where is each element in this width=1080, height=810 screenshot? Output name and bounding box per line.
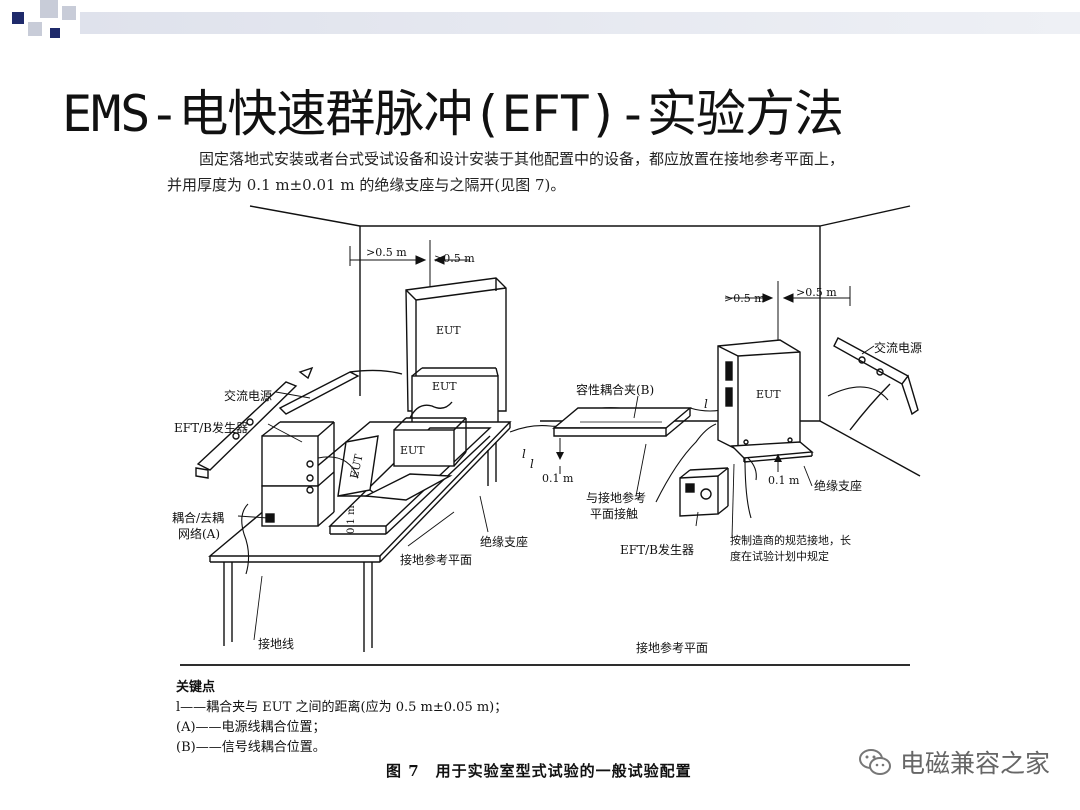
cdn-label-line2: 网络(A) xyxy=(178,526,220,541)
eut-right-label: EUT xyxy=(756,388,781,401)
ac-power-right xyxy=(833,337,919,431)
test-setup-figure: >0.5 m >0.5 m >0.5 m >0.5 m EUT EUT xyxy=(172,205,922,666)
dimension-right xyxy=(725,281,851,346)
cdn-label-line1: 耦合/去耦 xyxy=(172,510,224,525)
watermark: 电磁兼容之家 xyxy=(858,744,1050,780)
dist-right-label: 0.1 m xyxy=(768,474,800,487)
dim-right-b: >0.5 m xyxy=(796,286,837,299)
leader-lines xyxy=(237,345,875,641)
capacitive-clamp xyxy=(552,407,692,437)
l-mark-1: l xyxy=(530,457,534,471)
figure-legend: 关键点 l——耦合夹与 EUT 之间的距离(应为 0.5 m±0.05 m)； … xyxy=(176,678,696,758)
eut-flat-box xyxy=(337,435,453,501)
manufacturer-ground-line2: 度在试验计划中规定 xyxy=(730,549,829,563)
legend-heading: 关键点 xyxy=(176,680,216,695)
legend-item-2: (A)——电源线耦合位置； xyxy=(176,720,326,735)
intro-line-1: 固定落地式安装或者台式受试设备和设计安装于其他配置中的设备，都应放置在接地参考平… xyxy=(199,150,845,168)
capacitive-clamp-label: 容性耦合夹(B) xyxy=(576,382,654,397)
eft-generator-mid xyxy=(679,467,729,517)
eut-mid-label: EUT xyxy=(432,380,457,393)
dist-table-label: 0.1 m xyxy=(346,505,357,534)
ground-contact-line1: 与接地参考 xyxy=(586,490,646,505)
l-mark-2: l xyxy=(704,397,708,411)
ground-wire-label: 接地线 xyxy=(258,636,294,651)
eft-generator-mid-label: EFT/B发生器 xyxy=(620,542,694,557)
corner-decoration xyxy=(12,0,76,38)
dimension-left xyxy=(349,240,470,296)
eut-tall-label: EUT xyxy=(436,324,461,337)
legend-item-3: (B)——信号线耦合位置。 xyxy=(176,740,326,755)
dim-left-a: >0.5 m xyxy=(366,246,407,259)
intro-paragraph: 固定落地式安装或者台式受试设备和设计安装于其他配置中的设备，都应放置在接地参考平… xyxy=(167,146,957,198)
ac-power-left xyxy=(195,366,314,479)
dist-clamp-label: 0.1 m xyxy=(542,472,574,485)
insulating-support-right-label: 绝缘支座 xyxy=(814,478,862,493)
eut-mid-box xyxy=(411,367,499,427)
slide-title: EMS-电快速群脉冲(EFT)-实验方法 xyxy=(62,85,844,143)
eft-generator-table xyxy=(261,421,335,527)
insulating-support-table-label: 绝缘支座 xyxy=(480,534,528,549)
legend-item-1: l——耦合夹与 EUT 之间的距离(应为 0.5 m±0.05 m)； xyxy=(176,700,508,715)
eut-table-box xyxy=(393,401,467,467)
eut-table-label: EUT xyxy=(400,444,425,457)
ground-contact-line2: 平面接触 xyxy=(590,506,638,521)
dim-right-a: >0.5 m xyxy=(724,292,765,305)
ac-power-left-label: 交流电源 xyxy=(224,388,272,403)
watermark-text: 电磁兼容之家 xyxy=(899,749,1050,778)
eft-generator-left-label: EFT/B发生器 xyxy=(174,420,248,435)
ground-ref-table-label: 接地参考平面 xyxy=(400,552,472,567)
ac-power-right-label: 交流电源 xyxy=(874,340,922,355)
eut-right-cabinet xyxy=(717,339,814,463)
ac-power-left-strip2 xyxy=(278,369,403,415)
figure-caption: 图 7 用于实验室型式试验的一般试验配置 xyxy=(386,762,692,780)
intro-line-2: 并用厚度为 0.1 m±0.01 m 的绝缘支座与之隔开(见图 7)。 xyxy=(167,176,566,194)
eut-flat-label: EUT xyxy=(348,452,366,479)
manufacturer-ground-line1: 按制造商的规范接地，长 xyxy=(730,533,851,547)
ground-ref-floor-label: 接地参考平面 xyxy=(636,640,708,655)
dim-left-b: >0.5 m xyxy=(434,252,475,265)
l-mark-3: l xyxy=(522,447,526,461)
wechat-icon xyxy=(858,749,891,775)
top-gradient-bar xyxy=(80,12,1080,34)
